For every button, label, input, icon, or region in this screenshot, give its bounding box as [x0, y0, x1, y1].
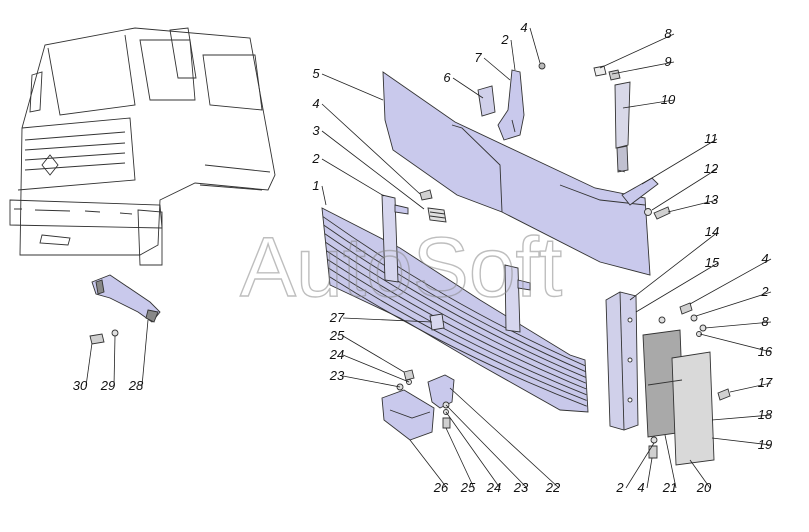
callout-leader	[704, 321, 772, 329]
callout-label: 18	[758, 407, 773, 422]
right-hardware	[679, 302, 731, 401]
callout-label: 2	[760, 284, 769, 299]
callout-label: 10	[661, 92, 676, 107]
callout-label: 11	[704, 131, 718, 146]
callout-leader	[651, 168, 718, 211]
callout-label: 27	[329, 310, 345, 325]
callout-label: 14	[705, 224, 719, 239]
callout-leader	[321, 185, 327, 206]
callout-leader	[445, 404, 528, 489]
callout-leader	[449, 387, 560, 489]
callout-label: 21	[662, 480, 677, 495]
callout-label: 16	[758, 344, 773, 359]
callout-leader	[646, 457, 653, 489]
callout-leader	[689, 459, 711, 489]
callout-label: 1	[312, 178, 319, 193]
callout-label: 8	[761, 314, 769, 329]
callout-leader	[113, 335, 116, 387]
callout-label: 4	[312, 96, 319, 111]
gas-strut	[593, 65, 631, 173]
callout-leader	[445, 411, 501, 489]
callout-leader	[321, 158, 385, 197]
callout-leader	[342, 335, 405, 373]
callout-label: 2	[615, 480, 624, 495]
seals	[642, 316, 715, 466]
callout-label: 24	[486, 480, 501, 495]
callout-label: 4	[637, 480, 644, 495]
callout-label: 12	[704, 161, 719, 176]
callout-label: 24	[329, 347, 344, 362]
callout-label: 22	[545, 480, 561, 495]
callout-label: 26	[433, 480, 449, 495]
upper-panel	[382, 71, 651, 276]
callout-leader	[711, 414, 772, 421]
callout-label: 5	[312, 66, 320, 81]
callout-leader	[445, 427, 475, 489]
callout-leader	[409, 439, 448, 489]
lower-bolts	[648, 436, 658, 459]
callout-leader	[342, 354, 410, 383]
callout-label: 23	[329, 368, 345, 383]
callout-leader	[629, 231, 719, 301]
callout-leader	[599, 33, 675, 69]
callout-leader	[711, 437, 772, 446]
callout-label: 30	[73, 378, 88, 393]
callout-label: 2	[311, 151, 320, 166]
callout-label: 15	[705, 255, 720, 270]
callout-label: 25	[460, 480, 476, 495]
hinge-plate	[621, 177, 671, 220]
callout-leader	[342, 375, 401, 388]
clip-27	[429, 313, 445, 331]
callout-label: 29	[100, 378, 115, 393]
callout-label: 23	[513, 480, 529, 495]
grille-brackets	[381, 194, 531, 333]
callout-leader	[321, 73, 384, 101]
callout-leader	[667, 199, 718, 213]
callout-leader	[452, 77, 484, 99]
callout-leader	[611, 61, 675, 75]
callout-leader	[483, 57, 511, 81]
callout-leader	[635, 262, 719, 313]
step-bracket	[89, 274, 161, 345]
callout-label: 8	[664, 26, 672, 41]
callout-leader	[321, 103, 421, 195]
callout-label: 6	[443, 70, 451, 85]
callout-label: 9	[664, 54, 671, 69]
callout-label: 4	[761, 251, 768, 266]
callout-leader	[321, 130, 425, 210]
callout-leader	[342, 317, 433, 323]
callout-leader	[85, 342, 93, 387]
callout-leader	[664, 434, 677, 489]
callout-label: 3	[312, 123, 320, 138]
latch-assembly	[381, 369, 455, 441]
callout-label: 13	[704, 192, 719, 207]
callout-leader	[510, 39, 516, 71]
truck-cab-outline	[9, 27, 276, 266]
callout-leader	[141, 319, 149, 387]
callout-leader	[689, 258, 772, 305]
callout-label: 28	[128, 378, 144, 393]
callout-label: 4	[520, 20, 527, 35]
callout-leader	[625, 442, 655, 489]
hinge-brackets	[477, 62, 546, 141]
callout-label: 2	[500, 32, 509, 47]
callout-leader	[529, 27, 541, 64]
callout-leader	[729, 382, 772, 393]
callout-leader	[699, 333, 772, 353]
callout-leader	[641, 138, 718, 185]
callout-leader	[622, 99, 675, 109]
callout-label: 19	[758, 437, 772, 452]
callout-label: 25	[329, 328, 345, 343]
callout-label: 17	[758, 375, 773, 390]
callout-leader	[695, 291, 772, 317]
upright-rail	[605, 291, 639, 431]
callout-label: 7	[474, 50, 482, 65]
callout-label: 20	[696, 480, 712, 495]
spring-and-bolt	[419, 189, 447, 223]
watermark-text: AutoSoft	[240, 220, 562, 314]
